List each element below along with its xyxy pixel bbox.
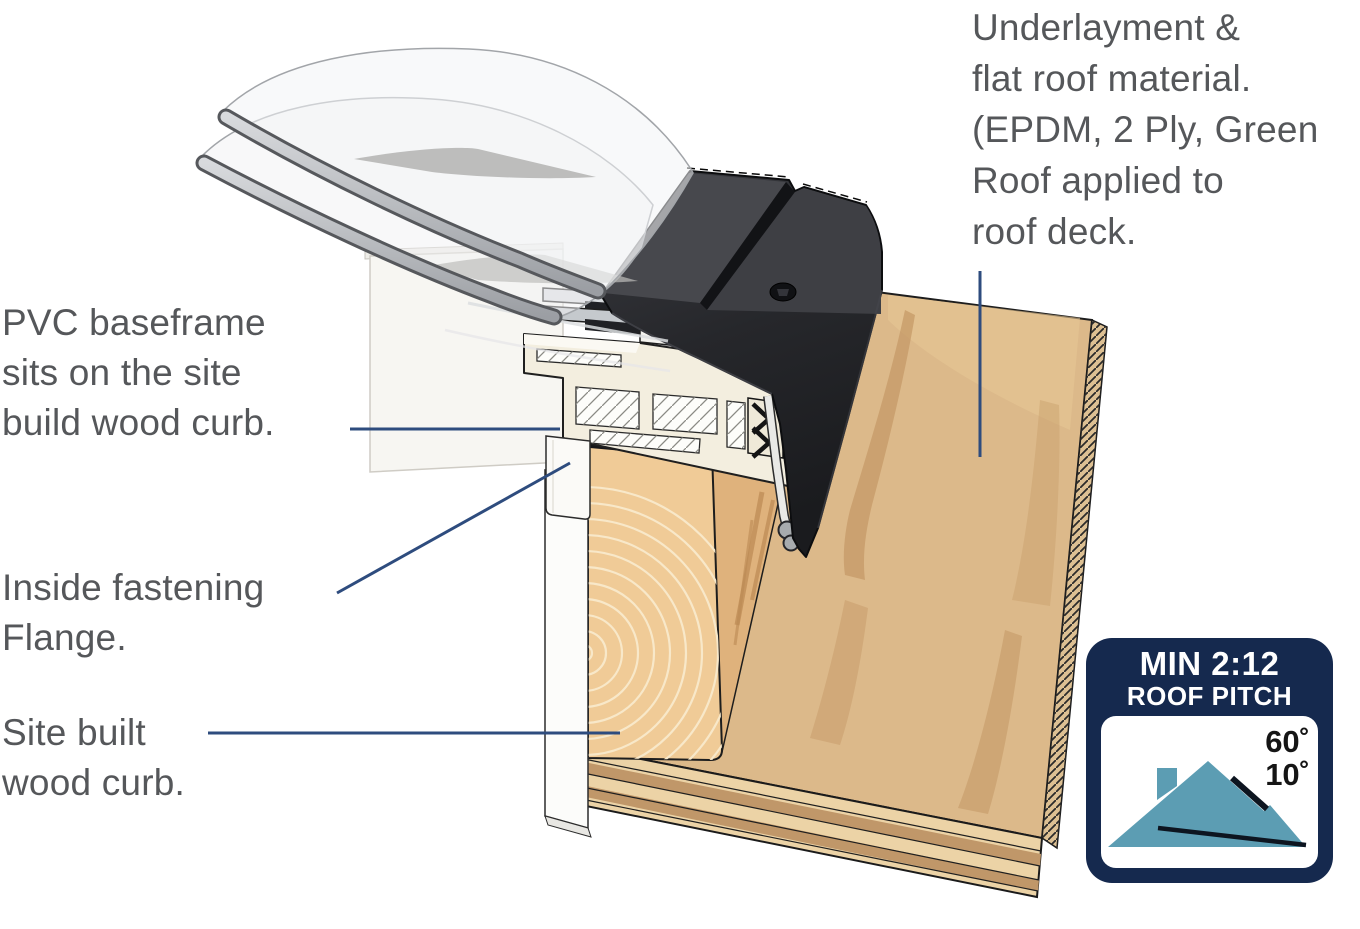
note-line: Inside fastening bbox=[2, 567, 265, 608]
dome-glazing-upper bbox=[217, 47, 694, 300]
leader-inside-flange bbox=[336, 461, 571, 595]
note-line: Flange. bbox=[2, 617, 127, 658]
note-line: PVC baseframe bbox=[2, 302, 266, 343]
badge-title: MIN 2:12 bbox=[1139, 645, 1280, 682]
roof-flashing bbox=[600, 167, 883, 558]
angle-60-label: 60˚ bbox=[1265, 724, 1310, 759]
note-line: sits on the site bbox=[2, 352, 242, 393]
note-line: Roof applied to bbox=[972, 160, 1224, 201]
note-line: (EPDM, 2 Ply, Green bbox=[972, 109, 1319, 150]
note-line: wood curb. bbox=[2, 762, 185, 803]
note-line: flat roof material. bbox=[972, 58, 1252, 99]
note-line: Site built bbox=[2, 712, 146, 753]
interior-board bbox=[544, 469, 592, 838]
note-line: roof deck. bbox=[972, 211, 1137, 252]
note-underlayment: Underlayment & flat roof material. (EPDM… bbox=[972, 2, 1318, 257]
badge-panel: 60˚ 10˚ bbox=[1101, 716, 1318, 868]
note-inside-flange: Inside fastening Flange. bbox=[2, 563, 264, 663]
note-site-curb: Site built wood curb. bbox=[2, 708, 185, 808]
leader-lines bbox=[208, 271, 982, 735]
note-line: Underlayment & bbox=[972, 7, 1241, 48]
note-line: build wood curb. bbox=[2, 402, 275, 443]
skirt-trim bbox=[763, 395, 800, 552]
badge-subtitle: ROOF PITCH bbox=[1126, 681, 1293, 711]
inside-fastening-flange bbox=[545, 435, 591, 520]
angle-10-label: 10˚ bbox=[1265, 757, 1310, 792]
roof-pitch-icon bbox=[1108, 761, 1307, 848]
glazing-layer-lines bbox=[444, 301, 671, 373]
curb-side-face bbox=[702, 451, 786, 753]
roof-pitch-badge: MIN 2:12 ROOF PITCH 60˚ 10˚ bbox=[1086, 638, 1333, 883]
note-pvc-baseframe: PVC baseframe sits on the site build woo… bbox=[2, 298, 275, 448]
